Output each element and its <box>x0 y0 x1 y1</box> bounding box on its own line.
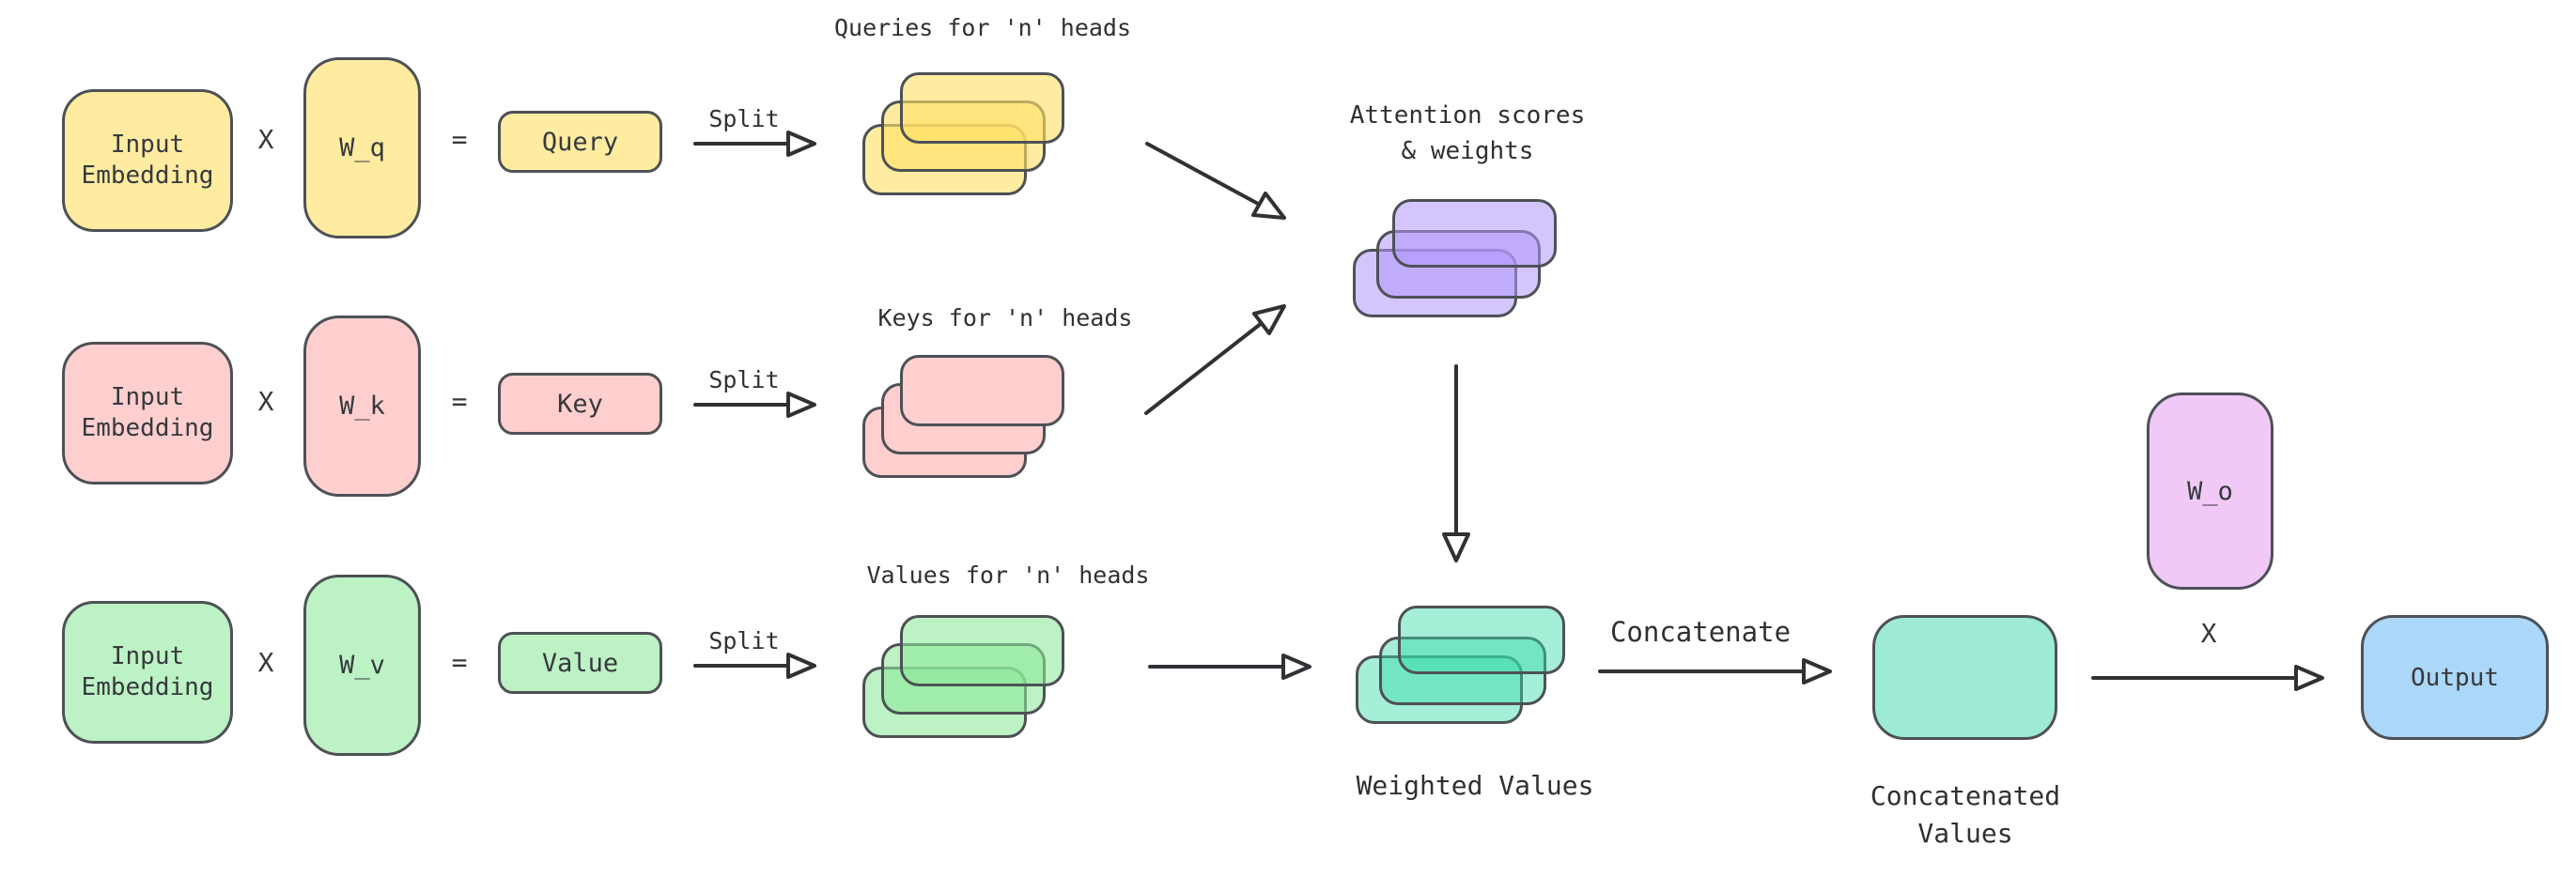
equals-operator-key: = <box>451 386 468 417</box>
concatenated-values-box <box>1872 615 2057 740</box>
multiply-operator-value: X <box>257 647 274 678</box>
weighted-value-card <box>1398 606 1565 674</box>
query-head-card <box>900 72 1064 144</box>
split-label-key: Split <box>708 366 780 393</box>
multiply-operator-output: X <box>2200 618 2217 649</box>
weight-matrix-box-wv: W_v <box>303 575 421 756</box>
weight-matrix-box-wk: W_k <box>303 315 421 497</box>
concatenated-values-label-line1: Concatenated <box>1870 780 2061 811</box>
arrowhead-values-to-weighted <box>1281 654 1311 680</box>
arrowhead-queries-to-attention <box>1251 192 1286 220</box>
query-box: Query <box>498 111 662 173</box>
attention-scores-label-line2: & weights <box>1401 137 1534 165</box>
queries-stack-label: Queries for 'n' heads <box>833 14 1132 41</box>
values-stack <box>862 615 1064 739</box>
concatenated-values-label-line2: Values <box>1917 818 2013 849</box>
equals-operator-query: = <box>451 124 468 155</box>
input-embedding-box-query: Input Embedding <box>62 89 233 232</box>
arrowhead-concatenate <box>1802 658 1832 685</box>
split-arrowhead-query <box>786 131 816 157</box>
value-box: Value <box>498 632 662 694</box>
split-label-value: Split <box>708 627 780 654</box>
arrowhead-to-output <box>2294 665 2324 691</box>
queries-stack <box>862 72 1064 196</box>
attention-head-card <box>1392 199 1557 268</box>
split-arrowhead-key <box>786 392 816 418</box>
input-embedding-box-value: Input Embedding <box>62 601 233 744</box>
keys-stack <box>862 355 1064 479</box>
equals-operator-value: = <box>451 647 468 678</box>
weighted-value-card <box>1356 655 1523 724</box>
output-box: Output <box>2361 615 2549 740</box>
weighted-values-stack <box>1356 606 1565 726</box>
input-embedding-box-key: Input Embedding <box>62 342 233 485</box>
key-box: Key <box>498 373 662 435</box>
keys-stack-label: Keys for 'n' heads <box>877 304 1133 331</box>
attention-scores-label-line1: Attention scores <box>1349 101 1586 130</box>
weight-matrix-box-wq: W_q <box>303 57 421 238</box>
multiply-operator-key: X <box>257 386 274 417</box>
key-head-card <box>900 355 1064 426</box>
split-arrowhead-value <box>786 653 816 679</box>
split-label-query: Split <box>708 105 780 132</box>
arrow-keys-to-attention <box>1144 321 1264 415</box>
weight-matrix-box-wo: W_o <box>2147 392 2273 590</box>
arrowhead-attention-to-weighted <box>1442 532 1470 562</box>
multiply-operator-query: X <box>257 124 274 155</box>
arrow-queries-to-attention <box>1145 142 1262 207</box>
weighted-values-label: Weighted Values <box>1356 770 1594 801</box>
attention-scores-label: Attention scores & weights <box>1350 98 1585 169</box>
arrowhead-keys-to-attention <box>1252 304 1286 335</box>
value-head-card <box>900 615 1064 686</box>
values-stack-label: Values for 'n' heads <box>866 562 1150 589</box>
concatenated-values-label: Concatenated Values <box>1870 777 2060 853</box>
concatenate-label: Concatenate <box>1609 616 1792 648</box>
attention-scores-stack <box>1353 199 1558 323</box>
